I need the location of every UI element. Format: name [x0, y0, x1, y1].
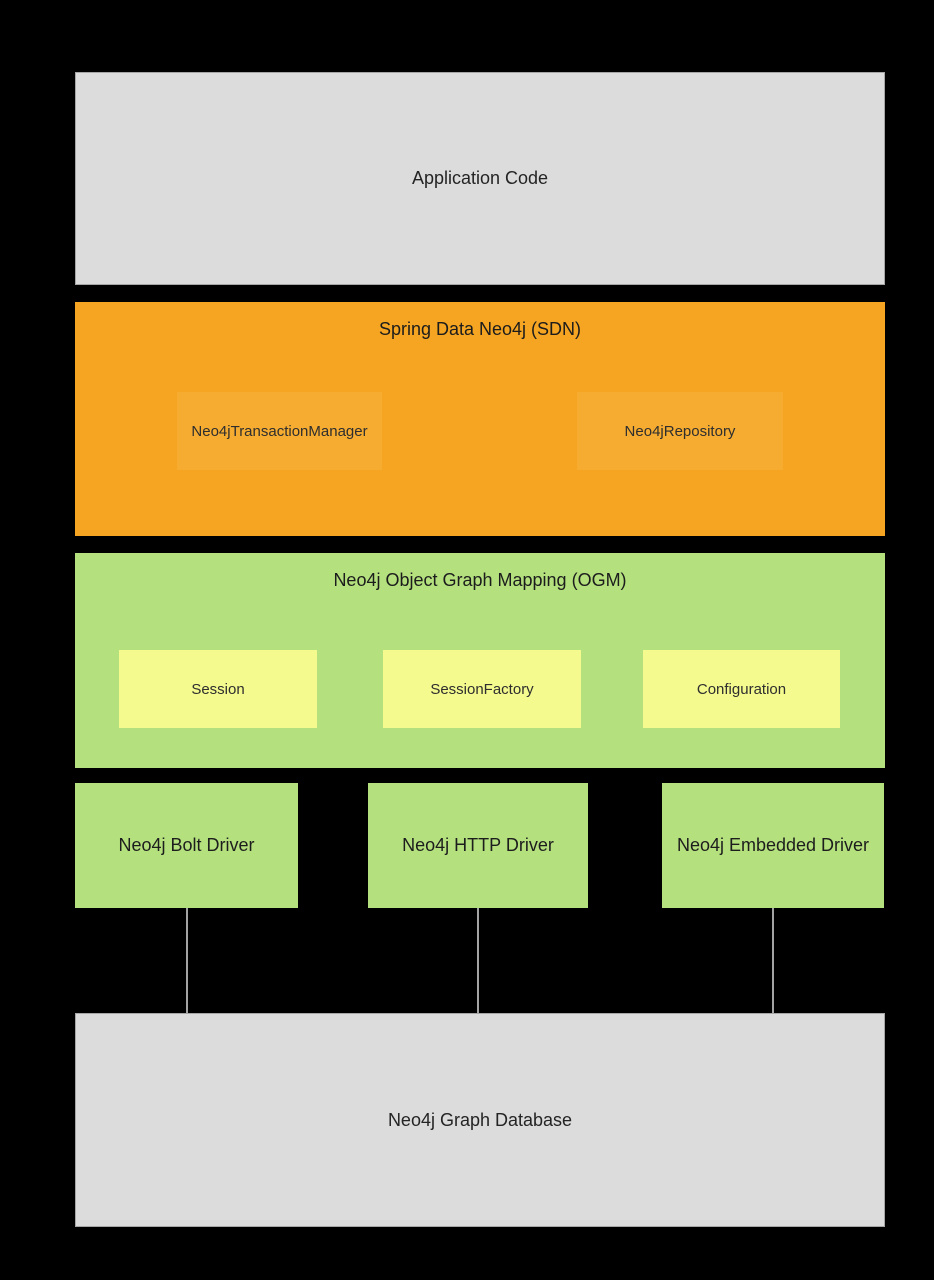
sdn-component-transaction-manager: Neo4jTransactionManager: [177, 392, 382, 470]
driver-box-http: Neo4j HTTP Driver: [368, 783, 588, 908]
sdn-layer-title: Spring Data Neo4j (SDN): [378, 319, 582, 339]
driver-box-bolt: Neo4j Bolt Driver: [75, 783, 298, 908]
ogm-component-session-factory: SessionFactory: [383, 650, 581, 728]
sdn-component-label: Neo4jRepository: [624, 422, 736, 440]
connector-line-http: [477, 908, 479, 1013]
driver-label: Neo4j Embedded Driver: [676, 835, 870, 855]
connector-line-bolt: [186, 908, 188, 1013]
ogm-component-label: Session: [191, 680, 245, 698]
ogm-component-session: Session: [119, 650, 317, 728]
database-label: Neo4j Graph Database: [387, 1109, 573, 1130]
application-code-box: Application Code: [75, 72, 885, 285]
database-box: Neo4j Graph Database: [75, 1013, 885, 1227]
application-code-label: Application Code: [411, 168, 549, 188]
ogm-layer-title: Neo4j Object Graph Mapping (OGM): [333, 570, 627, 590]
driver-label: Neo4j HTTP Driver: [402, 835, 554, 855]
ogm-layer-box: Neo4j Object Graph Mapping (OGM) Session…: [75, 553, 885, 768]
sdn-component-label: Neo4jTransactionManager: [191, 422, 368, 440]
connector-line-embedded: [772, 908, 774, 1013]
ogm-component-label: SessionFactory: [430, 680, 534, 698]
sdn-layer-box: Spring Data Neo4j (SDN) Neo4jTransaction…: [75, 302, 885, 536]
driver-box-embedded: Neo4j Embedded Driver: [662, 783, 884, 908]
ogm-component-configuration: Configuration: [643, 650, 840, 728]
ogm-component-label: Configuration: [696, 680, 787, 698]
sdn-component-repository: Neo4jRepository: [577, 392, 783, 470]
driver-label: Neo4j Bolt Driver: [118, 835, 255, 855]
